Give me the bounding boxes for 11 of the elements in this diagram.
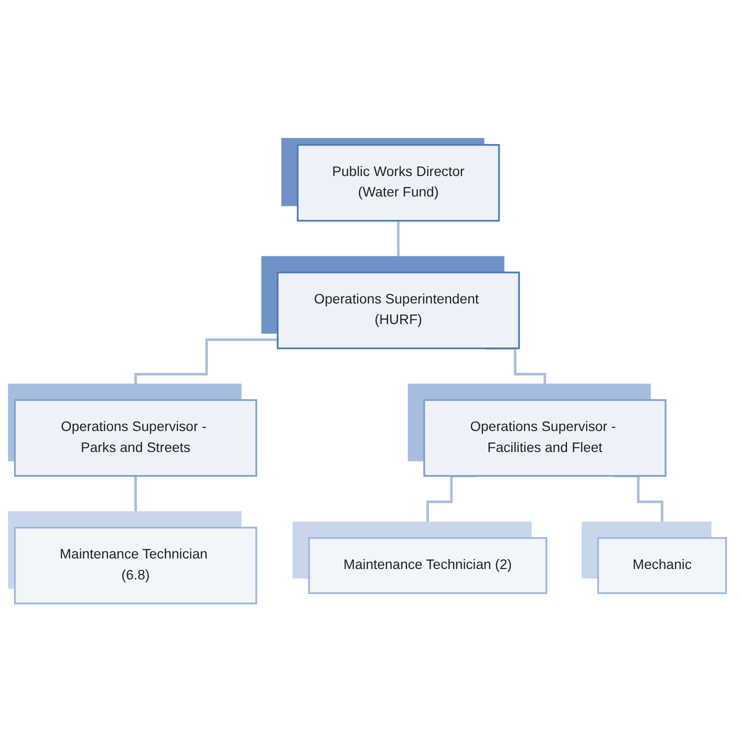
node-box: Maintenance Technician (6.8) — [14, 526, 258, 604]
node-box: Mechanic — [597, 536, 727, 594]
connector — [134, 474, 137, 529]
node-box: Operations Superintendent (HURF) — [276, 271, 520, 349]
connector — [397, 219, 400, 274]
node-box: Public Works Director (Water Fund) — [296, 144, 500, 222]
node-box: Maintenance Technician (2) — [308, 536, 548, 594]
connector — [134, 338, 278, 402]
connector — [485, 346, 546, 402]
node-box: Operations Supervisor - Facilities and Fleet — [423, 399, 666, 477]
node-box: Operations Supervisor - Parks and Streets — [14, 399, 258, 477]
